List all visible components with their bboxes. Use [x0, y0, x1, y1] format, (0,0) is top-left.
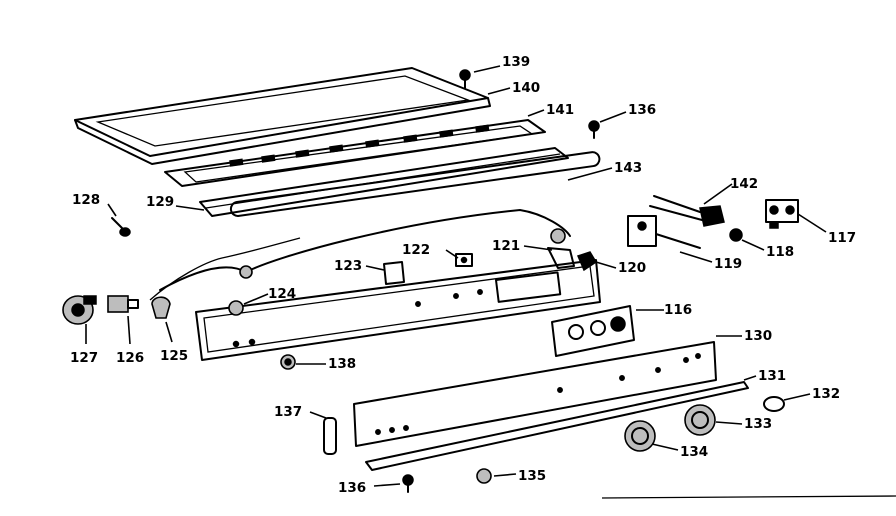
label-135: 135 [518, 468, 546, 484]
part-135-grommet [476, 468, 492, 484]
part-116-clock-module [551, 305, 635, 357]
label-143: 143 [614, 160, 642, 176]
label-136-lower: 136 [338, 480, 366, 496]
part-139-screw [459, 69, 471, 89]
label-126: 126 [116, 350, 144, 366]
part-134-knob [624, 420, 656, 452]
label-142: 142 [730, 176, 758, 192]
part-129-tube [229, 151, 601, 217]
wire-harness [149, 209, 571, 301]
part-122-plate [455, 253, 473, 267]
part-140-top-cover [74, 67, 491, 165]
part-130-front-panel [353, 341, 717, 447]
part-117-connector [765, 199, 799, 229]
part-131-trim-strip [365, 381, 749, 471]
part-132-knob-cap [763, 396, 785, 412]
label-120: 120 [618, 260, 646, 276]
label-136-upper: 136 [628, 102, 656, 118]
label-116: 116 [664, 302, 692, 318]
label-137: 137 [274, 404, 302, 420]
label-123: 123 [334, 258, 362, 274]
part-128-pin [111, 217, 131, 237]
label-122: 122 [402, 242, 430, 258]
label-125: 125 [160, 348, 188, 364]
label-130: 130 [744, 328, 772, 344]
part-136-screw-lower [402, 474, 414, 493]
label-121: 121 [492, 238, 520, 254]
label-140: 140 [512, 80, 540, 96]
label-128: 128 [72, 192, 100, 208]
part-119-switch [627, 215, 701, 249]
part-124-connector [228, 300, 244, 316]
label-124: 124 [268, 286, 296, 302]
part-136-screw-upper [588, 120, 600, 139]
part-125-lamp-socket [151, 296, 171, 319]
leader-lines [85, 65, 827, 487]
part-121-bracket [547, 247, 575, 269]
label-138: 138 [328, 356, 356, 372]
label-131: 131 [758, 368, 786, 384]
label-127: 127 [70, 350, 98, 366]
part-123-clip [383, 261, 405, 285]
label-132: 132 [812, 386, 840, 402]
label-119: 119 [714, 256, 742, 272]
label-139: 139 [502, 54, 530, 70]
part-137-spacer [323, 417, 337, 455]
part-141-panel-frame [164, 119, 546, 187]
label-141: 141 [546, 102, 574, 118]
label-129: 129 [146, 194, 174, 210]
label-118: 118 [766, 244, 794, 260]
label-134: 134 [680, 444, 708, 460]
label-117: 117 [828, 230, 856, 246]
label-133: 133 [744, 416, 772, 432]
part-142-wire-lead [649, 195, 725, 227]
part-138-nut [280, 354, 296, 370]
part-133-knob [684, 404, 716, 436]
part-118-nut [729, 228, 743, 242]
scan-line [601, 495, 896, 499]
part-126-plug [107, 295, 139, 313]
part-labels: 139 140 141 136 143 142 128 129 117 118 … [70, 54, 856, 496]
part-control-panel [195, 259, 601, 361]
part-127-motor [62, 295, 97, 325]
